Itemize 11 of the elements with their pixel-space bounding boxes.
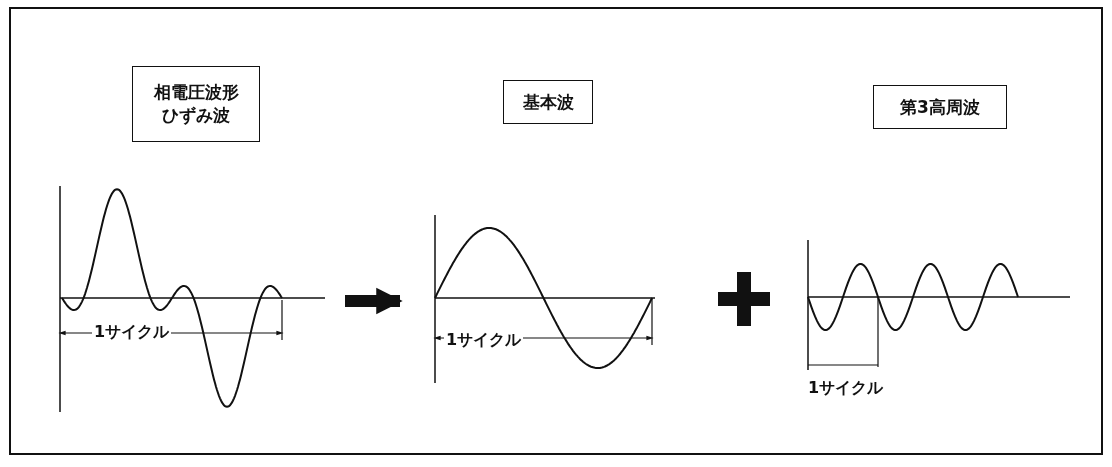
arrow bbox=[345, 287, 403, 315]
dimension-label: 1サイクル bbox=[806, 378, 886, 399]
wave-name: 第3高周波 bbox=[900, 95, 980, 119]
title-box bbox=[503, 80, 593, 124]
dimension-label: 1サイクル bbox=[92, 322, 172, 343]
title-box bbox=[132, 66, 260, 142]
title-box bbox=[873, 85, 1007, 129]
wave-name: 相電圧波形 bbox=[153, 81, 239, 104]
dimension-label: 1サイクル bbox=[444, 330, 524, 351]
wave-name: ひずみ波 bbox=[162, 104, 230, 127]
wave-name: 基本波 bbox=[522, 90, 574, 114]
